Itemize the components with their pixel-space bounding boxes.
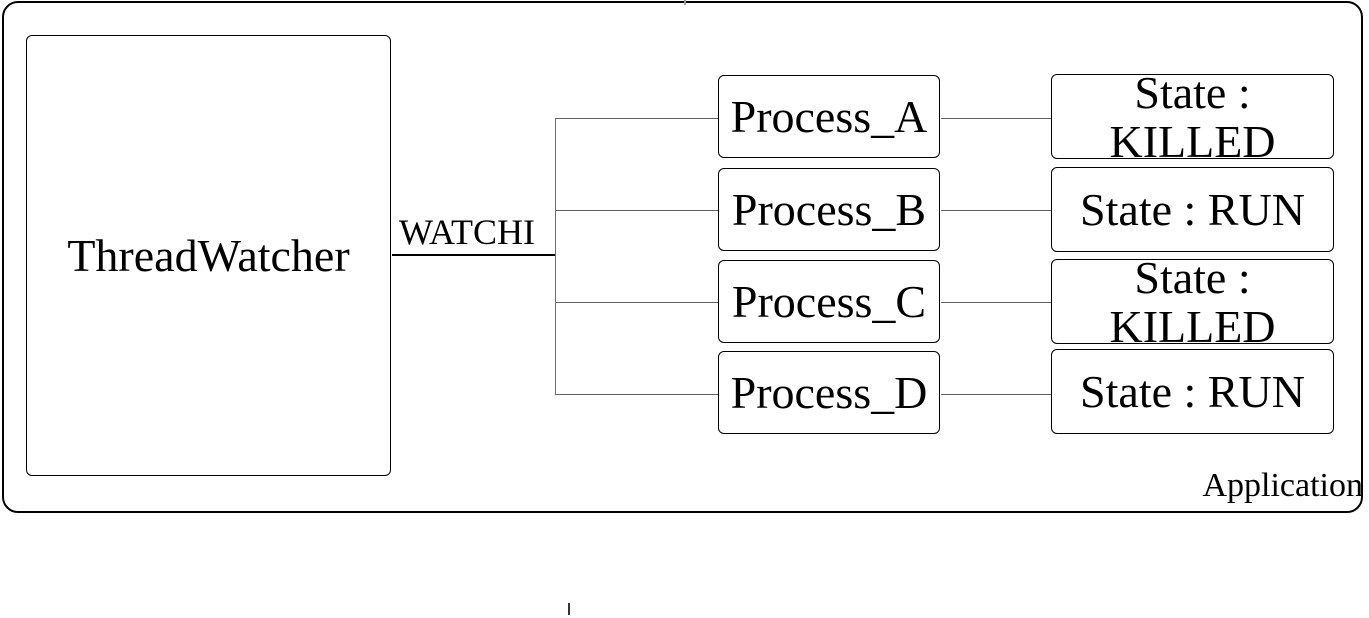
connector-branch-b [556,210,718,211]
process-c-label: Process_C [731,275,927,327]
page-marker-top-tick [684,0,686,5]
state-b-node[interactable]: State : RUN [1051,167,1334,252]
state-b-label-line1: State : RUN [1080,184,1305,235]
process-a-label: Process_A [730,90,928,142]
page-marker-bottom-tick [568,603,570,615]
connector-branch-d [556,394,718,395]
application-boundary-box [2,1,1363,513]
state-d-node[interactable]: State : RUN [1051,349,1334,434]
state-c-label-line1: State : [1134,251,1251,303]
process-d-label: Process_D [730,366,928,418]
connector-state-c [941,302,1051,303]
connector-state-a [941,118,1051,119]
state-c-label-line2: KILLED [1109,300,1276,352]
threadwatcher-label: ThreadWatcher [67,229,350,281]
edge-label-watchi: WATCHI [399,212,535,252]
threadwatcher-node[interactable]: ThreadWatcher [26,35,391,476]
state-a-label-line2: KILLED [1109,115,1276,167]
process-c-node[interactable]: Process_C [718,260,940,343]
application-label: Application [1202,467,1363,504]
connector-watchi-line [392,254,556,256]
process-d-node[interactable]: Process_D [718,351,940,434]
connector-state-d [941,394,1051,395]
state-d-label-line1: State : RUN [1080,366,1305,417]
connector-state-b [941,210,1051,211]
connector-branch-c [556,302,718,303]
process-b-node[interactable]: Process_B [718,168,940,251]
state-a-label-line1: State : [1134,66,1251,118]
connector-branch-a [556,118,718,119]
state-a-node[interactable]: State : KILLED [1051,68,1334,166]
connector-trunk-line [555,118,556,395]
process-a-node[interactable]: Process_A [718,75,940,158]
process-b-label: Process_B [731,183,927,235]
state-c-node[interactable]: State : KILLED [1051,253,1334,351]
